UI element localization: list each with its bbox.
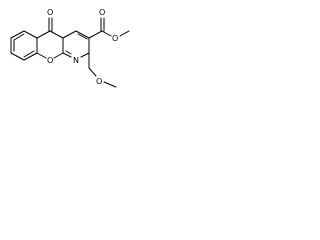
carbonyl-oxygen-label: O (47, 8, 53, 17)
bond (53, 52, 64, 59)
ether-oxygen-label: O (96, 77, 102, 86)
bond (36, 30, 51, 39)
bond (49, 30, 64, 39)
bond (23, 50, 35, 58)
bond (36, 52, 47, 59)
bond (101, 30, 112, 37)
bond (103, 81, 117, 88)
bond (75, 30, 90, 39)
bond (62, 52, 72, 58)
atom-labels: O O O O N O (47, 8, 118, 86)
bond (65, 50, 72, 55)
molecule-diagram: O O O O N O (0, 0, 144, 102)
bond (88, 30, 103, 39)
bond (10, 52, 25, 61)
bond (77, 33, 88, 40)
ester-oxygen-label: O (112, 34, 118, 43)
ester-carbonyl-oxygen-label: O (99, 8, 105, 17)
ring-nitrogen-label: N (73, 56, 79, 65)
bond (23, 30, 38, 39)
ring-oxygen-label: O (47, 56, 53, 65)
bond (10, 30, 25, 39)
bond (13, 33, 25, 41)
bond (88, 67, 97, 77)
bond (62, 30, 77, 39)
structure-drawing: O O O O N O (10, 8, 130, 88)
bond (119, 30, 130, 37)
bond (23, 52, 38, 61)
bonds (10, 17, 130, 88)
bond (80, 52, 90, 58)
